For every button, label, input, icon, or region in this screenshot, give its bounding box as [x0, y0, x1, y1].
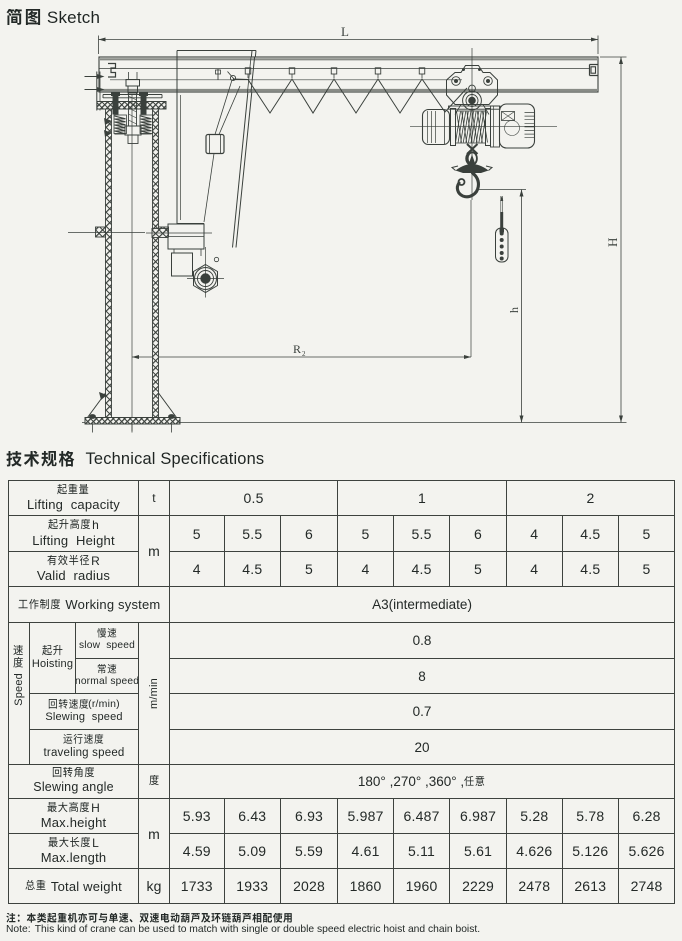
svg-text:h: h: [507, 307, 521, 313]
svg-text:H: H: [605, 238, 620, 247]
svg-text:L: L: [341, 24, 349, 39]
svg-text:R: R: [293, 342, 301, 356]
svg-text:2: 2: [302, 350, 306, 358]
